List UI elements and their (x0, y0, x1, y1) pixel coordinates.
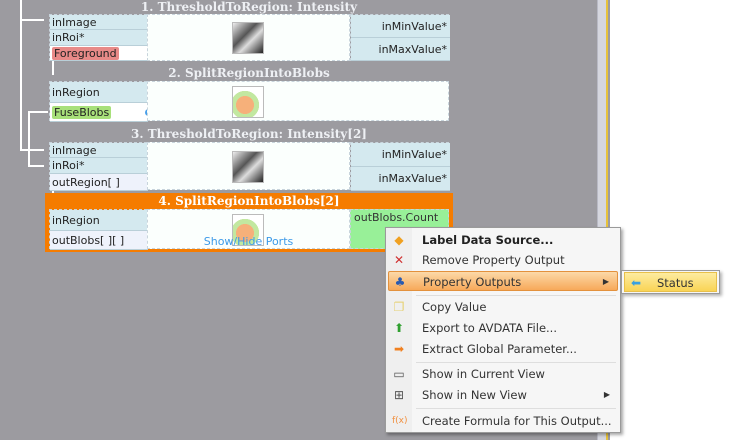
extract-icon: ➡ (393, 342, 405, 356)
menu-item-show-in-current-view[interactable]: ▭ Show in Current View (388, 364, 618, 384)
block-2-inputs: inRegion FuseBlobs (49, 81, 152, 122)
wire (52, 61, 54, 75)
wire (28, 165, 44, 167)
menu-item-property-outputs[interactable]: ♣ Property Outputs ▶ (388, 271, 618, 291)
foreground-tag: Foreground (52, 46, 119, 60)
port-inregion[interactable]: inRegion (50, 82, 148, 103)
port-inimage[interactable]: inImage (50, 15, 148, 30)
right-pane (610, 0, 735, 440)
property-outputs-submenu: ⬅ Status (621, 270, 720, 294)
block-1-inputs: inImage inRoi* Foreground (49, 14, 148, 61)
menu-label: Extract Global Parameter... (422, 342, 577, 356)
blobs-icon (232, 86, 264, 118)
menu-label: Show in New View (422, 388, 527, 402)
block-4-inputs: inRegion outBlobs[ ][ ] (49, 209, 148, 250)
menu-item-label-data-source[interactable]: ◆ Label Data Source... (388, 230, 618, 250)
block-3-inputs: inImage inRoi* outRegion[ ] (49, 142, 148, 191)
wire (28, 111, 30, 166)
menu-item-export-avdata[interactable]: ⬆ Export to AVDATA File... (388, 318, 618, 338)
menu-separator (416, 295, 616, 296)
port-inregion[interactable]: inRegion (50, 210, 148, 231)
wire (28, 111, 48, 113)
new-view-icon: ⊞ (393, 388, 405, 402)
block-1-body[interactable] (147, 14, 350, 61)
block-4-body[interactable]: Show/Hide Ports (147, 209, 350, 249)
wire (20, 19, 44, 21)
menu-item-show-in-new-view[interactable]: ⊞ Show in New View ▶ (388, 385, 618, 405)
wire (20, 149, 44, 151)
menu-item-remove-property-output[interactable]: ✕ Remove Property Output (388, 250, 618, 270)
tag-icon: ◆ (394, 233, 404, 247)
port-foreground[interactable]: Foreground (50, 46, 148, 61)
menu-label: Export to AVDATA File... (422, 321, 557, 335)
block-title: 1. ThresholdToRegion: Intensity (140, 0, 358, 14)
block-title: 2. SplitRegionIntoBlobs (168, 66, 330, 80)
export-icon: ⬆ (393, 321, 405, 335)
context-menu: ◆ Label Data Source... ✕ Remove Property O… (385, 227, 621, 433)
block-title: 4. SplitRegionIntoBlobs[2] (158, 194, 340, 208)
port-outregion[interactable]: outRegion[ ] (50, 174, 148, 191)
port-inroi[interactable]: inRoi* (50, 158, 148, 174)
view-icon: ▭ (393, 367, 405, 381)
show-hide-ports-link[interactable]: Show/Hide Ports (203, 235, 294, 248)
menu-separator (416, 408, 616, 409)
submenu-item-status[interactable]: ⬅ Status (624, 272, 717, 292)
port-inmaxvalue[interactable]: inMaxValue* (351, 38, 450, 61)
arrow-left-icon: ⬅ (630, 276, 642, 290)
menu-item-copy-value[interactable]: ❐ Copy Value (388, 297, 618, 317)
menu-gutter (386, 228, 412, 432)
block-3-outputs: inMinValue* inMaxValue* (350, 142, 450, 191)
port-outblobs-count[interactable]: outBlobs.Count (354, 211, 439, 224)
port-fuseblobs[interactable]: FuseBlobs (50, 103, 152, 122)
menu-label: Copy Value (422, 300, 487, 314)
menu-separator (416, 362, 616, 363)
blobs-icon (232, 214, 264, 246)
menu-label: Remove Property Output (422, 253, 565, 267)
menu-label: Status (657, 276, 694, 290)
menu-label: Label Data Source... (422, 233, 554, 247)
block-2-body[interactable] (147, 81, 449, 121)
threshold-icon (232, 151, 264, 183)
pane-divider (606, 0, 608, 440)
menu-label: Show in Current View (422, 367, 545, 381)
block-3-body[interactable] (147, 142, 350, 190)
formula-icon: f(x) (392, 416, 408, 426)
vertical-scrollbar[interactable] (597, 0, 606, 440)
property-icon: ♣ (394, 275, 406, 289)
submenu-arrow-icon: ▶ (603, 390, 610, 399)
block-title: 3. ThresholdToRegion: Intensity[2] (131, 127, 367, 141)
menu-item-create-formula[interactable]: f(x) Create Formula for This Output... (388, 411, 618, 431)
menu-item-extract-global-parameter[interactable]: ➡ Extract Global Parameter... (388, 339, 618, 359)
submenu-arrow-icon: ▶ (602, 277, 609, 286)
port-outblobs[interactable]: outBlobs[ ][ ] (50, 231, 148, 250)
wire (20, 0, 22, 150)
port-inmaxvalue[interactable]: inMaxValue* (351, 167, 450, 191)
port-inminvalue[interactable]: inMinValue* (351, 15, 450, 38)
port-inimage[interactable]: inImage (50, 143, 148, 158)
copy-icon: ❐ (393, 300, 405, 314)
menu-label: Property Outputs (423, 275, 522, 289)
port-inroi[interactable]: inRoi* (50, 30, 148, 46)
fuseblobs-tag: FuseBlobs (52, 105, 112, 119)
port-inminvalue[interactable]: inMinValue* (351, 143, 450, 167)
menu-label: Create Formula for This Output... (422, 414, 612, 428)
block-1-outputs: inMinValue* inMaxValue* (350, 14, 450, 61)
close-icon: ✕ (393, 253, 405, 267)
threshold-icon (232, 22, 264, 54)
